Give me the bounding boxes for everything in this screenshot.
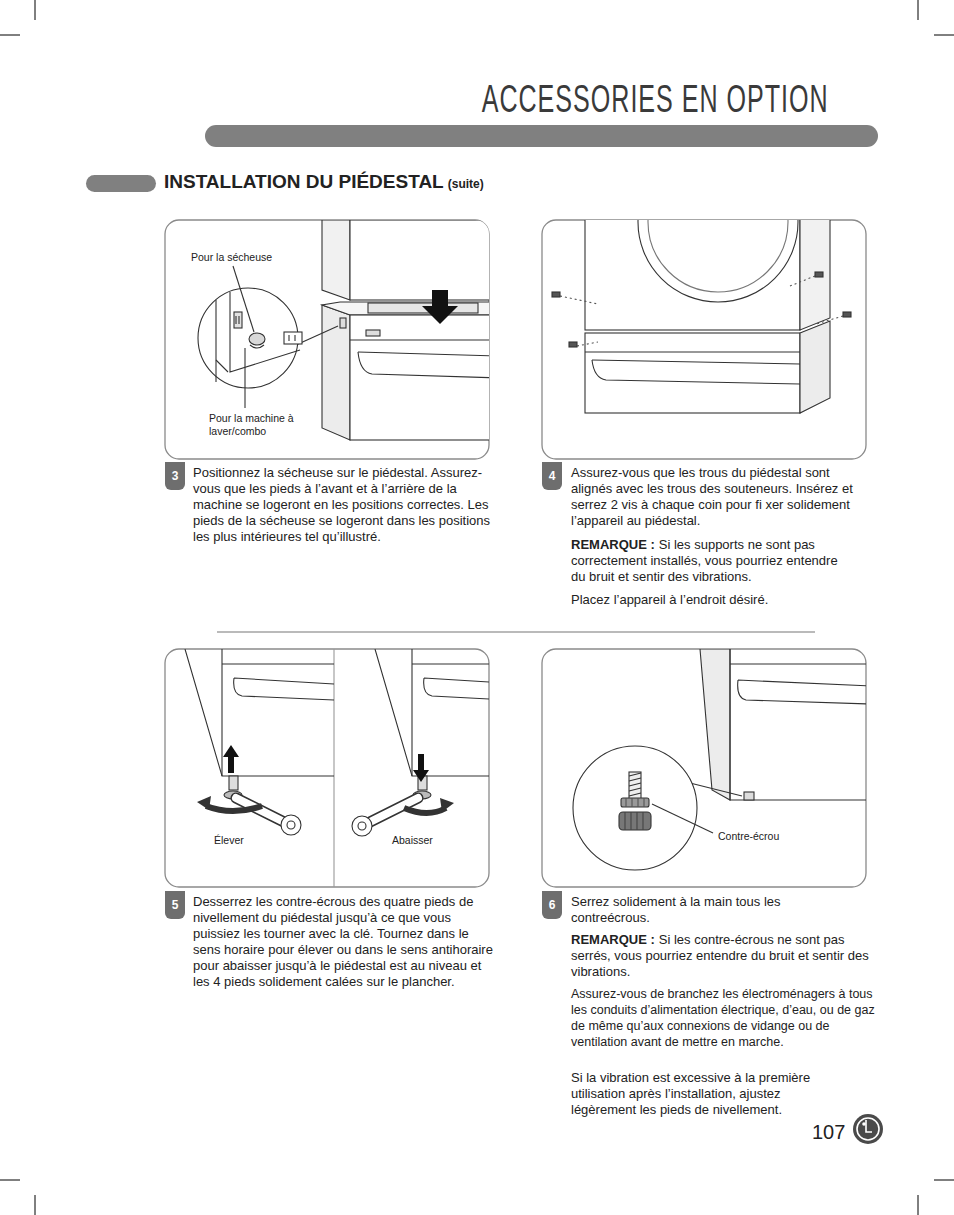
panel-step-6 (542, 649, 870, 887)
part-label: Pour la machine à laver/combo (209, 412, 294, 437)
step-number-tab: 4 (542, 462, 562, 490)
part-label: Contre-écrou (718, 830, 779, 842)
step-number-tab: 5 (165, 891, 185, 919)
part-label: Abaisser (392, 834, 433, 846)
part-label: Pour la sécheuse (191, 251, 272, 263)
leveling-feet-figure (185, 649, 489, 887)
note-text: REMARQUE : (571, 537, 655, 552)
callout-number: 4 (549, 469, 556, 483)
part-label-block: Abaisser (392, 834, 462, 847)
lg-logo (853, 1114, 883, 1144)
panel-step-4 (542, 142, 866, 459)
section-pill (86, 175, 156, 192)
step-text: Assurez-vous de branchez les électroména… (571, 987, 875, 1049)
panel-step-3 (165, 220, 500, 459)
step-text: Assurez-vous que les trous du piédestal … (571, 465, 853, 528)
step-text: Serrez solidement à la main tous les con… (571, 894, 781, 925)
callout-number: 5 (172, 898, 179, 912)
callout-number: 3 (172, 469, 179, 483)
part-label-block: Élever (214, 834, 274, 847)
panel-frame (542, 649, 866, 887)
note-text: REMARQUE : (571, 932, 655, 947)
step-number-tab: 3 (165, 462, 185, 490)
step-text-block: Placez l’appareil à l’endroit désiré. (571, 592, 871, 608)
step-text-block: Assurez-vous que les trous du piédestal … (571, 465, 873, 529)
page-number-block: 107 (812, 1120, 872, 1144)
title-bar (205, 125, 878, 147)
step-text-block: Desserrez les contre-écrous des quatre p… (193, 894, 493, 990)
section-heading: INSTALLATION DU PIÉDESTAL (164, 171, 444, 192)
page-number: 107 (812, 1121, 845, 1143)
panel-step-5 (165, 649, 489, 887)
step-text: Desserrez les contre-écrous des quatre p… (193, 894, 493, 989)
page-title: ACCESSORIES EN OPTION (482, 78, 829, 121)
step-text-block: Si la vibration est excessive à la premi… (571, 1070, 841, 1118)
part-label-block: Pour la machine à laver/combo (209, 412, 301, 438)
step-text: Placez l’appareil à l’endroit désiré. (571, 592, 768, 607)
section-heading-block: INSTALLATION DU PIÉDESTAL (suite) (164, 171, 584, 195)
part-label-block: Contre-écrou (718, 830, 808, 843)
note-text-block: REMARQUE :Si les contre-écrous ne sont p… (571, 932, 881, 980)
lock-nut-figure (573, 649, 866, 870)
washer-on-pedestal-figure (552, 220, 851, 413)
step-text: Positionnez la sécheuse sur le piédestal… (193, 465, 490, 544)
section-heading: (suite) (448, 177, 484, 191)
callout-number: 6 (549, 898, 556, 912)
part-label-block: Pour la sécheuse (191, 251, 301, 264)
part-label: Élever (214, 834, 244, 846)
note-text-block: REMARQUE :Si les supports ne sont pas co… (571, 537, 853, 585)
step-text-block: Assurez-vous de branchez les électroména… (571, 986, 877, 1050)
step-text-block: Positionnez la sécheuse sur le piédestal… (193, 465, 493, 545)
step-number-tab: 6 (542, 891, 562, 919)
panel-frame (165, 649, 489, 887)
separator-line (217, 631, 815, 632)
step-text: Si la vibration est excessive à la premi… (571, 1070, 810, 1117)
step-text-block: Serrez solidement à la main tous les con… (571, 894, 811, 926)
